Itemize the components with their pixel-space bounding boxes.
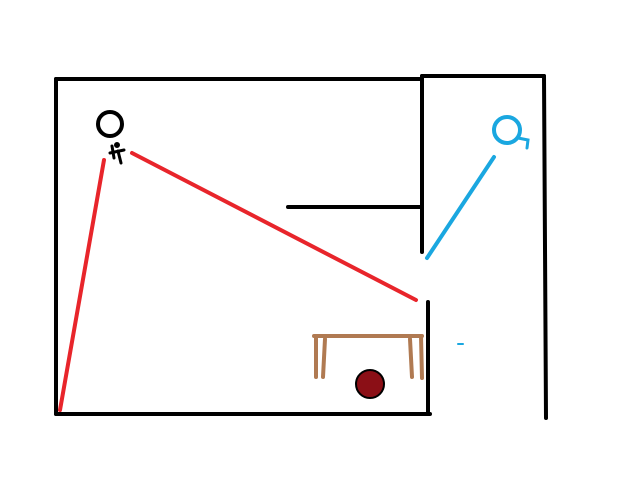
black-circle-sensor[interactable]: [96, 110, 124, 138]
blue-laser-beam: [425, 155, 496, 260]
red-laser-beam-left: [58, 158, 106, 412]
red-laser-beam-diagonal: [130, 151, 418, 302]
red-ball[interactable]: [355, 369, 385, 399]
small-black-figure[interactable]: [108, 142, 126, 165]
wooden-table: [312, 334, 424, 380]
right-wall: [542, 74, 548, 420]
walls: [54, 74, 548, 420]
blue-circle-sensor[interactable]: [492, 115, 530, 150]
red-laser-beams: [58, 151, 418, 412]
